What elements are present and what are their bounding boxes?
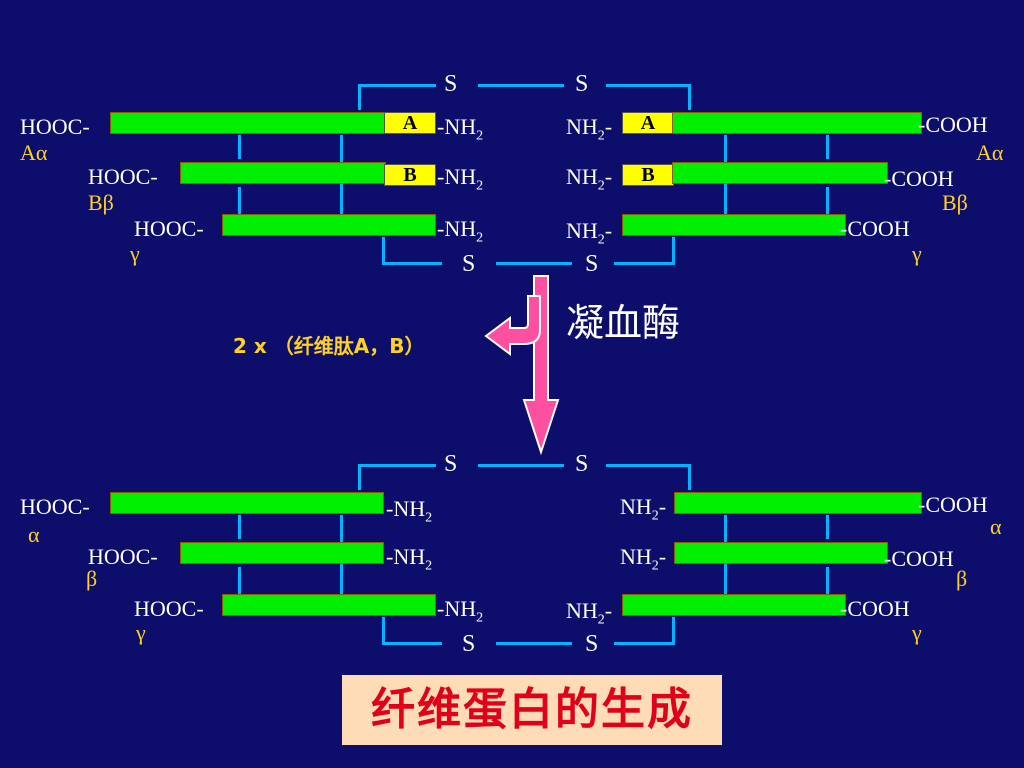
interchain-line: [826, 567, 829, 595]
chain-bar: [622, 214, 846, 236]
thrombin-label: 凝血酶: [566, 301, 681, 345]
cterm-label: -COOH: [840, 596, 910, 621]
disulfide-line: [672, 237, 675, 265]
interchain-line: [826, 187, 829, 215]
chain-bar: [110, 492, 384, 514]
chain-label-alpha: α: [990, 514, 1002, 539]
chain-bar: [110, 112, 386, 134]
disulfide-line: [606, 84, 690, 87]
sulfur-label: S: [444, 451, 458, 477]
cterm-label: -COOH: [884, 546, 954, 571]
chain-bar: [674, 492, 922, 514]
fibrin-formation-title: 纤维蛋白的生成: [342, 675, 722, 745]
chain-bar: [222, 214, 436, 236]
chain-bar: [672, 112, 922, 134]
chain-label-alpha: α: [28, 522, 40, 547]
interchain-line: [826, 515, 829, 539]
cterm-label: HOOC-: [134, 216, 204, 241]
sulfur-label: S: [575, 451, 589, 477]
disulfide-line: [358, 464, 436, 467]
disulfide-line: [606, 464, 690, 467]
nterm-label: -NH2: [437, 596, 484, 626]
cterm-label: HOOC-: [20, 494, 90, 519]
sulfur-label: S: [462, 251, 476, 277]
nterm-label: -NH2: [437, 216, 484, 246]
fibrinopeptide-b: B: [622, 164, 674, 186]
cterm-label: HOOC-: [134, 596, 204, 621]
nterm-label: -NH2: [386, 496, 433, 526]
disulfide-line: [382, 642, 442, 645]
disulfide-line: [478, 84, 564, 87]
chain-label-alpha: Aα: [20, 140, 48, 165]
thrombin-arrow-icon: [484, 275, 560, 456]
chain-label-beta: Bβ: [88, 190, 114, 215]
chain-bar: [180, 162, 386, 184]
chain-label-gamma: γ: [912, 620, 922, 645]
sulfur-label: S: [585, 251, 599, 277]
nterm-label: NH2-: [566, 114, 613, 144]
cterm-label: HOOC-: [88, 544, 158, 569]
interchain-line: [238, 515, 241, 539]
sulfur-label: S: [462, 631, 476, 657]
chain-label-beta: Bβ: [942, 190, 968, 215]
disulfide-line: [358, 464, 361, 490]
released-fibrinopeptides-label: 2 x （纤维肽A，B）: [233, 334, 425, 358]
disulfide-line: [382, 617, 385, 645]
chain-bar: [222, 594, 436, 616]
disulfide-line: [358, 84, 436, 87]
cterm-label: HOOC-: [20, 114, 90, 139]
disulfide-line: [478, 464, 564, 467]
disulfide-line: [688, 84, 691, 110]
fibrinopeptide-a: A: [622, 112, 674, 134]
cterm-label: -COOH: [884, 166, 954, 191]
disulfide-line: [496, 262, 572, 265]
nterm-label: -NH2: [386, 544, 433, 574]
chain-label-beta: β: [956, 566, 968, 591]
nterm-label: NH2-: [620, 494, 667, 524]
chain-label-alpha: Aα: [976, 140, 1004, 165]
interchain-line: [826, 135, 829, 159]
chain-label-beta: β: [86, 566, 98, 591]
chain-bar: [180, 542, 384, 564]
disulfide-line: [614, 262, 674, 265]
chain-label-gamma: γ: [136, 620, 146, 645]
sulfur-label: S: [585, 631, 599, 657]
disulfide-line: [382, 262, 442, 265]
disulfide-line: [672, 617, 675, 645]
cterm-label: -COOH: [840, 216, 910, 241]
nterm-label: -NH2: [437, 164, 484, 194]
nterm-label: NH2-: [566, 164, 613, 194]
interchain-line: [238, 135, 241, 159]
fibrinopeptide-a: A: [384, 112, 436, 134]
chain-label-gamma: γ: [912, 241, 922, 266]
sulfur-label: S: [444, 71, 458, 97]
fibrinopeptide-b: B: [384, 164, 436, 186]
disulfide-line: [382, 237, 385, 265]
nterm-label: NH2-: [566, 218, 613, 248]
disulfide-line: [358, 84, 361, 110]
nterm-label: -NH2: [437, 114, 484, 144]
disulfide-line: [496, 642, 572, 645]
interchain-line: [238, 567, 241, 595]
sulfur-label: S: [575, 71, 589, 97]
cterm-label: HOOC-: [88, 164, 158, 189]
disulfide-line: [614, 642, 674, 645]
interchain-line: [238, 187, 241, 215]
chain-label-gamma: γ: [130, 241, 140, 266]
chain-bar: [672, 162, 888, 184]
nterm-label: NH2-: [566, 598, 613, 628]
nterm-label: NH2-: [620, 544, 667, 574]
cterm-label: -COOH: [918, 492, 988, 517]
chain-bar: [674, 542, 888, 564]
chain-bar: [622, 594, 846, 616]
cterm-label: -COOH: [918, 112, 988, 137]
disulfide-line: [688, 464, 691, 490]
